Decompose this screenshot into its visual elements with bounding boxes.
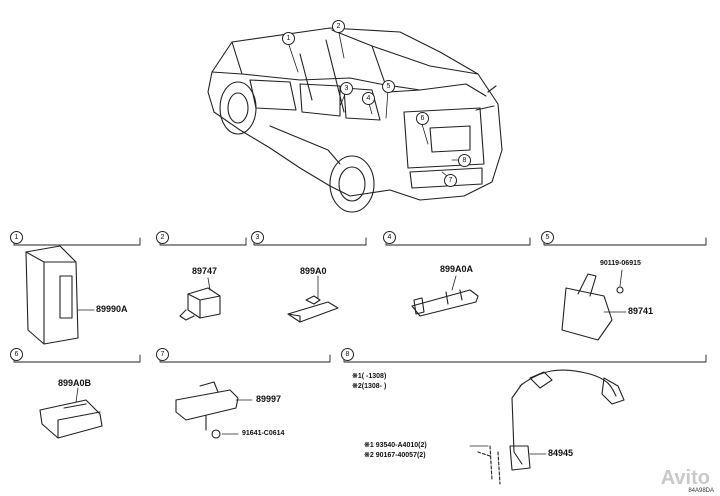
section-number-8: 8 bbox=[341, 348, 354, 361]
callout-7: 7 bbox=[444, 174, 457, 187]
section-number-7: 7 bbox=[156, 348, 169, 361]
callout-5: 5 bbox=[382, 80, 395, 93]
watermark: Avito bbox=[660, 467, 710, 489]
part-label-89741: 89741 bbox=[628, 306, 654, 316]
callout-6: 6 bbox=[416, 112, 429, 125]
callout-2: 2 bbox=[332, 20, 345, 33]
section-number-5: 5 bbox=[541, 231, 554, 244]
part-label-84945: 84945 bbox=[548, 448, 574, 458]
part-label-899a0: 899A0 bbox=[300, 266, 327, 276]
callout-4: 4 bbox=[362, 92, 375, 105]
part-label-90119-06915: 90119-06915 bbox=[600, 260, 641, 267]
vehicle-illustration bbox=[207, 27, 503, 213]
part-84945-harness bbox=[469, 369, 625, 485]
part-89997-sensor bbox=[175, 381, 253, 439]
part-899a0a-antenna bbox=[411, 275, 479, 317]
section-number-3: 3 bbox=[251, 231, 264, 244]
part-899a0-antenna bbox=[287, 275, 339, 323]
section-number-4: 4 bbox=[383, 231, 396, 244]
part-89990a-ecu bbox=[25, 245, 95, 345]
part-label-91641-c0614: 91641-C0614 bbox=[242, 430, 285, 437]
part-89741-module bbox=[561, 269, 627, 341]
note-1: ※1( -1308) bbox=[352, 373, 387, 380]
section-number-6: 6 bbox=[10, 348, 23, 361]
callout-1: 1 bbox=[282, 32, 295, 45]
part-label-89997: 89997 bbox=[256, 394, 282, 404]
note-2: ※2(1308- ) bbox=[352, 383, 387, 390]
callout-8: 8 bbox=[458, 154, 471, 167]
callout-3: 3 bbox=[340, 82, 353, 95]
part-label-89990a: 89990A bbox=[96, 304, 128, 314]
part-label-93540-a4010: ※1 93540-A4010(2) bbox=[364, 442, 427, 449]
section-number-2: 2 bbox=[156, 231, 169, 244]
part-label-90167-40057: ※2 90167-40057(2) bbox=[364, 452, 426, 459]
section-number-1: 1 bbox=[10, 231, 23, 244]
part-label-899a0b: 899A0B bbox=[58, 378, 92, 388]
part-899a0b-antenna bbox=[39, 387, 103, 439]
section-dividers bbox=[13, 237, 707, 363]
part-label-89747: 89747 bbox=[192, 266, 218, 276]
diagram-code: 84A98DA bbox=[688, 488, 714, 494]
part-89747-sensor bbox=[179, 277, 221, 321]
part-label-899a0a: 899A0A bbox=[440, 264, 474, 274]
